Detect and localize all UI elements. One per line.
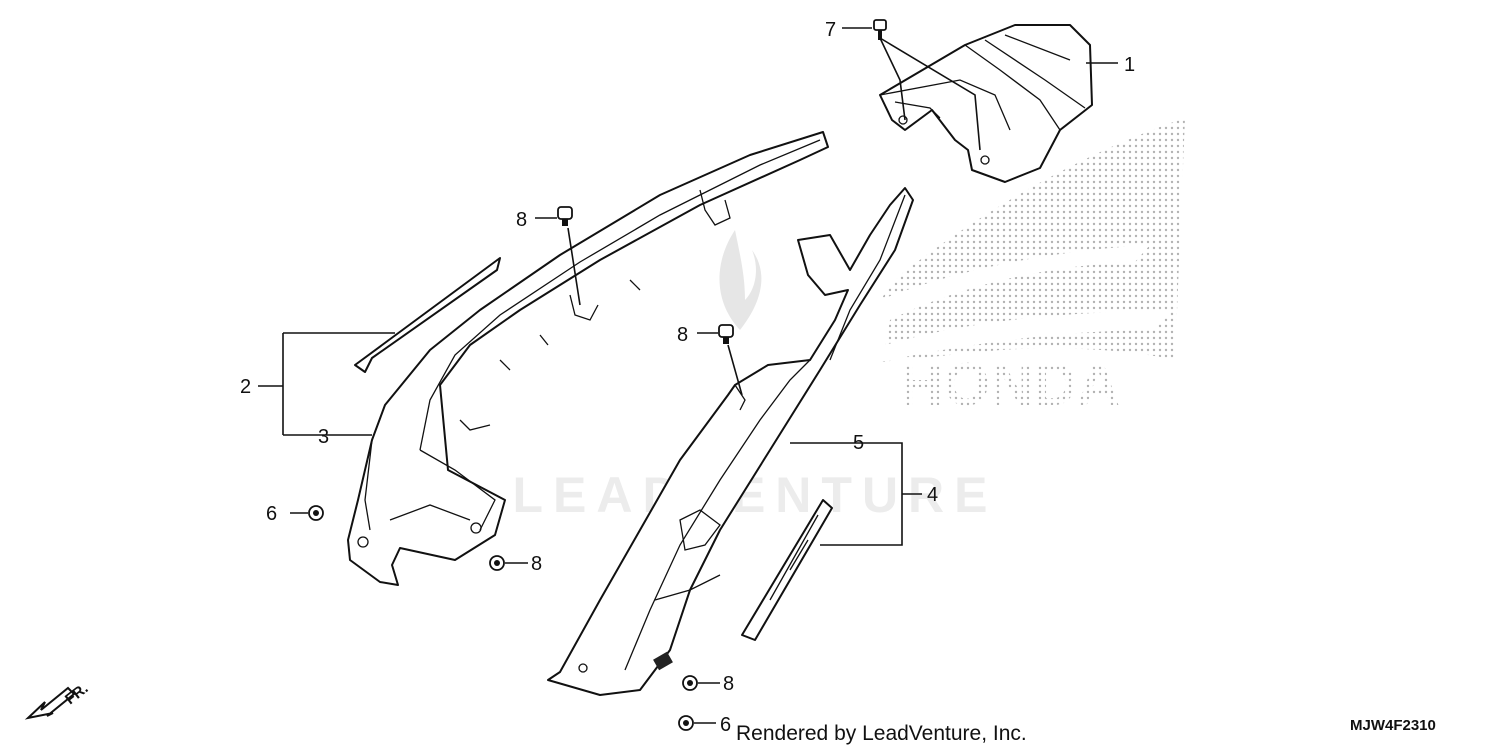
- screw-6-left: [308, 505, 324, 521]
- footer-credit: Rendered by LeadVenture, Inc.: [736, 722, 1027, 745]
- callout-8-left: 8: [531, 553, 542, 575]
- callout-5: 5: [853, 432, 864, 454]
- part-right-side-cover: [547, 187, 914, 696]
- part-rear-cowl: [879, 24, 1093, 183]
- callout-1: 1: [1124, 54, 1135, 76]
- front-arrow: FR.: [24, 680, 92, 720]
- front-arrow-icon: [24, 686, 76, 720]
- diagram-code: MJW4F2310: [1350, 717, 1436, 734]
- callout-8-mid: 8: [677, 324, 688, 346]
- fasteners: [308, 19, 887, 731]
- nut-8-bottom: [682, 675, 698, 691]
- front-label: FR.: [62, 680, 92, 708]
- callout-8-top: 8: [516, 209, 527, 231]
- callout-6-left: 6: [266, 503, 277, 525]
- callout-3: 3: [318, 426, 329, 448]
- clip-8-top: [557, 206, 573, 226]
- part-left-stripe: [354, 257, 501, 373]
- honda-wing-watermark: HONDA: [880, 118, 1185, 418]
- part-left-side-cover: [347, 131, 829, 586]
- callout-2: 2: [240, 376, 251, 398]
- callout-4: 4: [927, 484, 938, 506]
- watermark-brand: HONDA: [900, 351, 1120, 418]
- callout-8-bottom: 8: [723, 673, 734, 695]
- bolt-7: [873, 19, 887, 40]
- nut-8-left: [489, 555, 505, 571]
- callout-6-bottom: 6: [720, 714, 731, 736]
- clip-8-mid: [718, 324, 734, 344]
- leader-lines: [258, 27, 1118, 724]
- callout-7: 7: [825, 19, 836, 41]
- part-right-decal: [741, 499, 833, 641]
- screw-6-bottom: [678, 715, 694, 731]
